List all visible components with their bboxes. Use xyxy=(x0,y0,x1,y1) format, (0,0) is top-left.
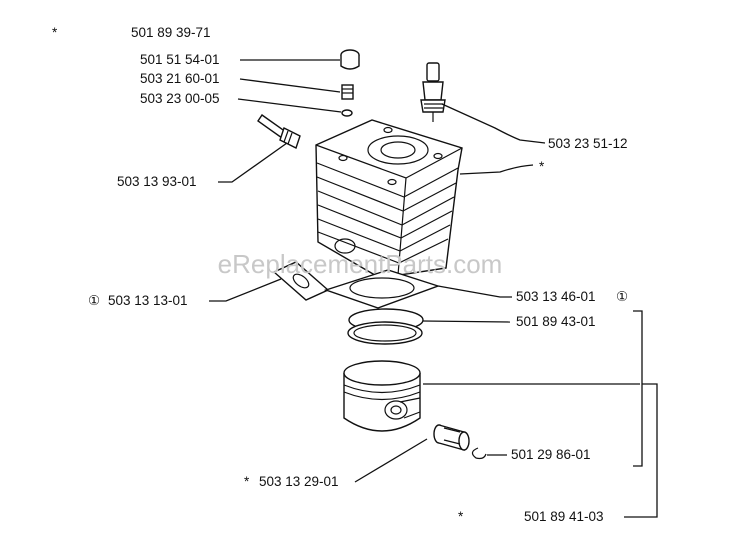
label-piston-kit[interactable]: 501 89 41-03 xyxy=(524,509,604,524)
label-spring[interactable]: 503 21 60-01 xyxy=(140,71,220,86)
label-decompression-valve[interactable]: 503 13 93-01 xyxy=(117,174,197,189)
retainer-ring-part[interactable] xyxy=(471,447,487,460)
piston-part[interactable] xyxy=(343,360,421,432)
label-needle-bearing[interactable]: 503 13 29-01 xyxy=(259,474,339,489)
leader-lines xyxy=(209,59,658,518)
label-washer[interactable]: 503 23 00-05 xyxy=(140,91,220,106)
label-cylinder-gasket[interactable]: 503 13 46-01 xyxy=(516,289,596,304)
cylinder-part[interactable] xyxy=(315,119,463,279)
label-decompression-cap[interactable]: 501 51 54-01 xyxy=(140,52,220,67)
part-labels: * 501 89 39-71 501 51 54-01 503 21 60-01… xyxy=(52,25,628,524)
label-intake-gasket[interactable]: 503 13 13-01 xyxy=(108,293,188,308)
label-spark-plug[interactable]: 503 23 51-12 xyxy=(548,136,628,151)
piston-rings-part[interactable] xyxy=(347,308,424,345)
circled-one-marker-gasket: ① xyxy=(616,289,628,304)
spark-plug-part[interactable] xyxy=(420,62,446,122)
label-top-kit[interactable]: 501 89 39-71 xyxy=(131,25,211,40)
asterisk-marker-top: * xyxy=(52,25,58,40)
spring-part[interactable] xyxy=(341,84,354,100)
asterisk-marker-piston: * xyxy=(458,509,464,524)
watermark-text: eReplacementParts.com xyxy=(218,249,503,279)
asterisk-marker-bearing: * xyxy=(244,474,250,489)
needle-bearing-part[interactable] xyxy=(433,424,470,451)
asterisk-marker-cylinder: * xyxy=(539,159,545,174)
decompression-valve-part[interactable] xyxy=(257,114,301,149)
circled-one-marker-intake: ① xyxy=(88,293,100,308)
decompression-cap-part[interactable] xyxy=(340,49,360,70)
label-retainer-ring[interactable]: 501 29 86-01 xyxy=(511,447,591,462)
label-piston-rings[interactable]: 501 89 43-01 xyxy=(516,314,596,329)
washer-part[interactable] xyxy=(341,109,353,117)
